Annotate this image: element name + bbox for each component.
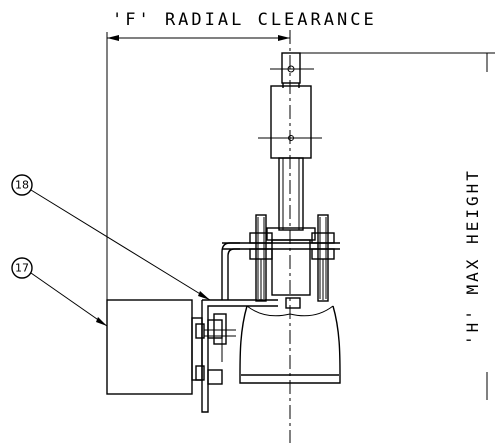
balloon-17: 17	[11, 257, 108, 327]
cylinder-body	[258, 85, 322, 159]
max-height-label: 'H' MAX HEIGHT	[463, 168, 482, 345]
clamp-hardware	[204, 313, 236, 385]
piston-rod	[278, 157, 304, 231]
top-clevis	[270, 52, 314, 88]
mounting-flange	[222, 227, 340, 296]
enclosure-box	[106, 299, 205, 395]
balloon-18-number: 18	[15, 179, 29, 192]
balloon-17-number: 17	[15, 262, 29, 275]
support-bracket	[201, 242, 301, 413]
valve-body	[239, 305, 341, 384]
radial-clearance-label: 'F' RADIAL CLEARANCE	[112, 10, 377, 30]
left-stud	[249, 214, 273, 302]
max-height-dimension	[295, 52, 495, 400]
radial-clearance-dimension	[106, 32, 290, 300]
balloon-18: 18	[11, 174, 211, 301]
right-stud	[311, 214, 335, 302]
